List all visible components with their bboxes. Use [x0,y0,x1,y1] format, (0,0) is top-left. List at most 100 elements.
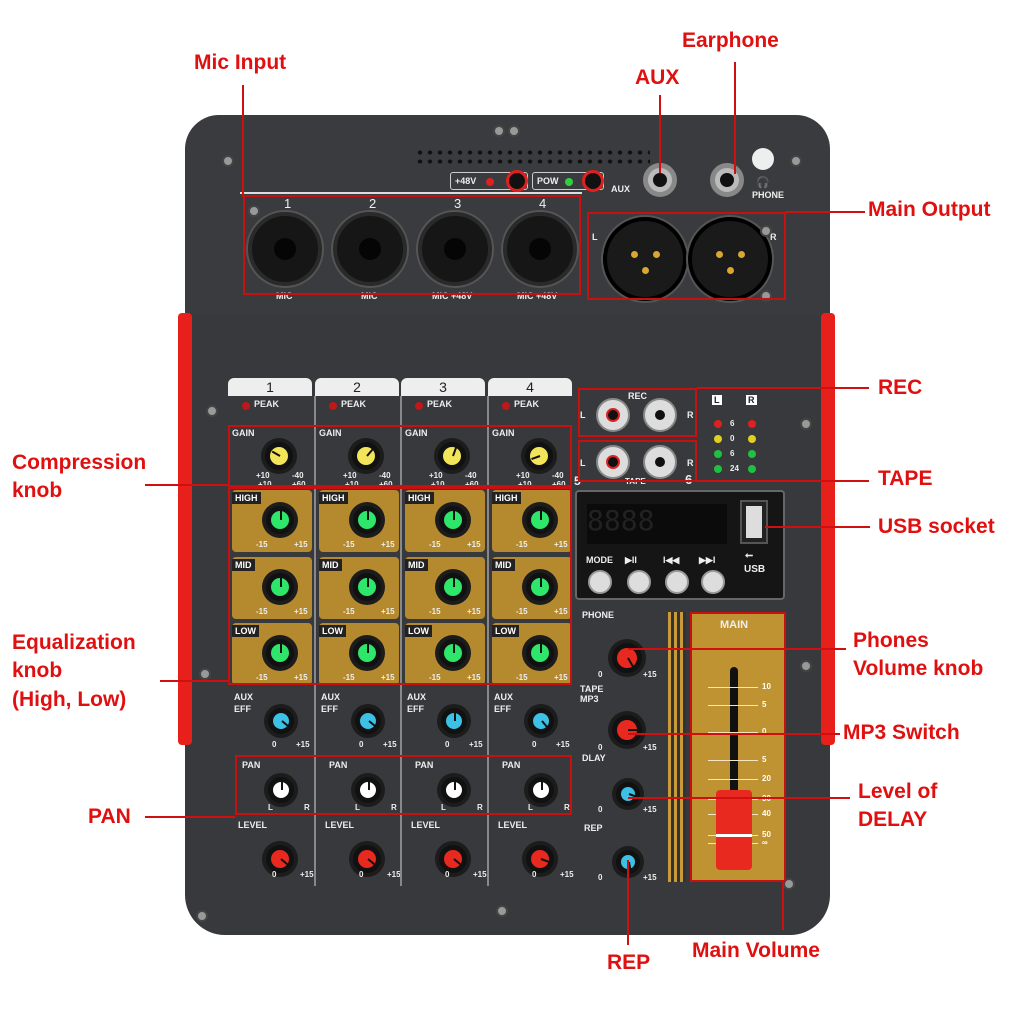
meter-level-label: 6 [730,449,735,458]
power-light [752,148,774,170]
gain-min-label: +10 [343,471,357,480]
pan-knob-3[interactable] [441,777,467,803]
pan-l-label: L [355,803,360,812]
screw [760,225,772,237]
output-r-label: R [770,232,777,242]
eq-low-knob-1[interactable] [266,639,294,667]
meter-l-label: L [712,395,722,405]
meter-led-left [714,450,722,458]
level-knob-4[interactable] [526,845,554,873]
power-led [565,178,573,186]
level-knob-2[interactable] [353,845,381,873]
tape-l-jack[interactable] [596,445,630,479]
pan-knob-2[interactable] [355,777,381,803]
xlr-output-left[interactable] [603,217,687,301]
pan-knob-4[interactable] [528,777,554,803]
output-l-label: L [592,232,598,242]
main-fader-title: MAIN [720,619,749,631]
phone-jack[interactable] [710,163,744,197]
eq-mid-knob-4[interactable] [526,573,554,601]
eq-low-knob-4[interactable] [526,639,554,667]
aux-max-label: +15 [469,740,483,749]
gain-knob-3[interactable] [438,442,466,470]
delay-label: DLAY [582,753,606,763]
aux-zero-label: 0 [532,740,537,749]
combo-input-jack-2[interactable] [333,212,407,286]
main-fader-handle[interactable] [716,790,752,870]
aux-max-label: +15 [556,740,570,749]
phantom-button[interactable] [506,170,528,192]
level-knob-3[interactable] [439,845,467,873]
gain-max-label: -40 [552,471,564,480]
peak-label: PEAK [427,399,453,409]
main-fader-panel: MAIN 1050520304050∞ [690,612,786,882]
main-volume-highlight [690,612,786,882]
eq-mid-knob-1[interactable] [266,573,294,601]
combo-input-jack-1[interactable] [248,212,322,286]
gain-max-label: -40 [379,471,391,480]
zero-label: 0 [598,805,603,814]
rec-highlight [578,388,697,437]
delay-knob[interactable] [616,782,640,806]
gain-pad-min-label: +10 [258,480,272,489]
level-zero-label: 0 [272,870,277,879]
fader-scale-label: 0 [762,727,767,736]
aux-eff-knob-3[interactable] [441,708,467,734]
eq-high-knob-1[interactable] [266,506,294,534]
eq-low-knob-2[interactable] [353,639,381,667]
combo-input-jack-4[interactable] [503,212,577,286]
pan-l-label: L [268,803,273,812]
pan-knob-1[interactable] [268,777,294,803]
gain-knob-2[interactable] [352,442,380,470]
level-label: LEVEL [238,820,268,830]
rec-l-jack[interactable] [596,398,630,432]
eq-mid-knob-2[interactable] [353,573,381,601]
eq-high-knob-4[interactable] [526,506,554,534]
eq-high-knob-3[interactable] [439,506,467,534]
mode-button[interactable] [588,570,612,594]
eq-mid-knob-3[interactable] [439,573,467,601]
prev-button[interactable] [665,570,689,594]
aux-label: AUX [321,692,341,702]
prev-label: I◀◀ [663,555,680,565]
pan-l-label: L [528,803,533,812]
tape-r-jack[interactable] [643,445,677,479]
next-button[interactable] [701,570,725,594]
meter-led-left [714,465,722,473]
label-aux: AUX [635,66,680,89]
rec-label: REC [628,391,648,401]
meter-led-right [748,450,756,458]
aux-max-label: +15 [296,740,310,749]
aux-eff-knob-4[interactable] [528,708,554,734]
gain-pad-max-label: +60 [292,480,306,489]
fader-tick [708,687,758,688]
aux-label: AUX [407,692,427,702]
usb-port[interactable] [740,500,768,544]
level-label: LEVEL [411,820,441,830]
screw [206,405,218,417]
screw [800,418,812,430]
label-equalization-high-low: (High, Low) [12,688,127,711]
eq-min-label: -15 [429,673,441,682]
eq-min-label: -15 [343,540,355,549]
label-main-output: Main Output [868,198,991,221]
level-knob-1[interactable] [266,845,294,873]
gain-knob-1[interactable] [265,442,293,470]
channel-2-header: 2 [315,378,399,396]
eq-high-knob-2[interactable] [353,506,381,534]
aux-eff-knob-1[interactable] [268,708,294,734]
combo-input-jack-3[interactable] [418,212,492,286]
level-zero-label: 0 [532,870,537,879]
gain-knob-4[interactable] [525,442,553,470]
aux-eff-knob-2[interactable] [355,708,381,734]
plus15-label: +15 [643,805,657,814]
play-pause-button[interactable] [627,570,651,594]
power-button[interactable] [582,170,604,192]
xlr-output-right[interactable] [688,217,772,301]
tape-mp3-knob[interactable] [612,715,642,745]
eq-max-label: +15 [294,673,308,682]
aux-jack-label: AUX [611,184,631,194]
eq-low-knob-3[interactable] [439,639,467,667]
channel-1-header: 1 [228,378,312,396]
rec-r-jack[interactable] [643,398,677,432]
